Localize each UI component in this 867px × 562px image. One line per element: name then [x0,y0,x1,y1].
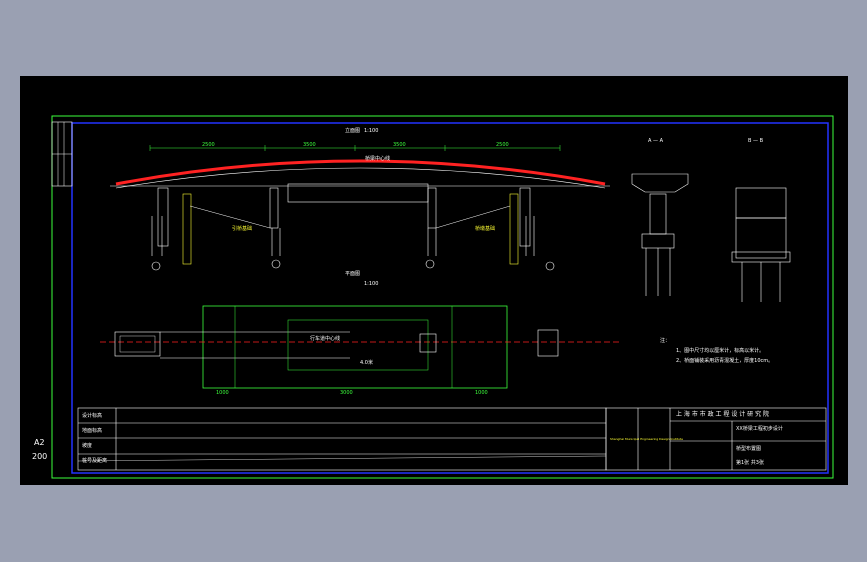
cad-drawing [51,115,834,479]
main-girder [287,183,429,203]
plan-outline [202,305,508,389]
inner-frame [71,122,829,474]
plan-width-label: 4.0米 [360,360,373,366]
pier-mid-right [425,187,437,269]
center-span-label: 桥梁中心线 [365,156,391,162]
pier-right-label: 桥墩基础 [475,226,496,232]
dim-1: 2500 [202,142,215,148]
plan-abutment [114,331,161,357]
elevation-title: 立面图 [345,128,361,134]
drawing-canvas[interactable]: A2 200 立面图 1:100 2500 3500 3500 2500 桥梁中… [20,76,848,485]
pier-left-label: 引桥基础 [232,226,253,232]
sheet-size: A2 [34,438,45,447]
notes-line-1: 1、图中尺寸均以厘米计，标高以米计。 [676,348,765,354]
dim-2: 3500 [303,142,316,148]
plan-mid-dim: 3000 [340,390,353,396]
dim-4: 2500 [496,142,509,148]
plan-right-detail [537,329,559,357]
plan-lane-label: 行车道中心线 [310,336,341,342]
table-row-4: 桩号及距离 [82,458,108,464]
table-row-3: 坡度 [82,443,93,449]
title-block-frame [605,407,827,471]
section-a-title: A — A [648,138,664,144]
profile-table [77,407,607,471]
plan-scale: 1:100 [364,281,379,287]
dim-3: 3500 [393,142,406,148]
section-b-drawing [731,187,791,302]
section-b-title: B — B [748,138,764,144]
notes-heading: 注： [660,338,671,344]
table-row-1: 设计标高 [82,413,103,419]
table-row-2: 地面标高 [82,428,103,434]
deck-profile [115,159,606,186]
plan-title: 平面图 [345,271,361,277]
project-name: XX桥梁工程初步设计 [736,426,783,432]
company-name-en: Shanghai Municipal Engineering Design In… [610,437,683,441]
pier-right [519,187,555,271]
plan-left-dim: 1000 [216,390,229,396]
sheet-scale: 200 [32,452,48,461]
section-a-drawing [631,173,689,296]
drawing-name: 桥型布置图 [736,446,762,452]
sheet-number: 第1张 共3张 [736,460,764,466]
notes-line-2: 2、桥面铺装采用沥青混凝土，厚度10cm。 [676,358,774,364]
plan-right-dim: 1000 [475,390,488,396]
pier-mid-left [269,187,281,269]
pier-left [151,187,169,271]
elevation-scale: 1:100 [364,128,379,134]
company-name: 上 海 市 市 政 工 程 设 计 研 究 院 [676,411,769,418]
